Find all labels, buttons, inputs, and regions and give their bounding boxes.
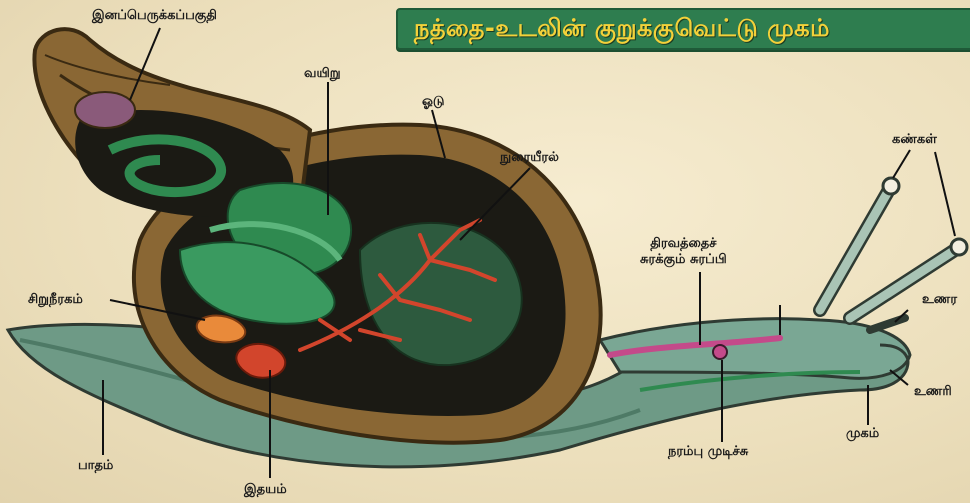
label-tentacle-upper: உணர [922, 292, 957, 308]
short-tentacle [870, 318, 905, 330]
label-shell: ஓடு [422, 94, 445, 110]
diagram-title: நத்தை-உடலின் குறுக்குவெட்டு முகம் [414, 14, 830, 45]
label-stomach: வயிறு [304, 66, 341, 82]
label-mouth: முகம் [846, 426, 879, 442]
gonad [75, 92, 135, 128]
label-eyes: கண்கள் [892, 132, 937, 148]
label-mucus-gland: திரவத்தைச் சுரக்கும் சுரப்பி [640, 236, 727, 268]
label-gonad: இனப்பெருக்கப்பகுதி [92, 8, 217, 24]
title-banner: நத்தை-உடலின் குறுக்குவெட்டு முகம் [396, 8, 970, 50]
eye-lower [951, 239, 967, 255]
eye-upper [883, 178, 899, 194]
label-foot: பாதம் [78, 458, 113, 474]
label-heart: இதயம் [244, 482, 287, 498]
label-lung: நுரையீரல் [500, 150, 559, 166]
label-kidney: சிறுநீரகம் [28, 292, 83, 308]
label-mucus-gland-line2: சுரக்கும் சுரப்பி [640, 252, 727, 268]
label-tentacle-lower: உணரி [914, 384, 952, 400]
nerve-ganglion [713, 345, 727, 359]
label-nerve-ganglion: நரம்பு முடிச்சு [668, 444, 748, 460]
label-mucus-gland-line1: திரவத்தைச் [640, 236, 727, 252]
